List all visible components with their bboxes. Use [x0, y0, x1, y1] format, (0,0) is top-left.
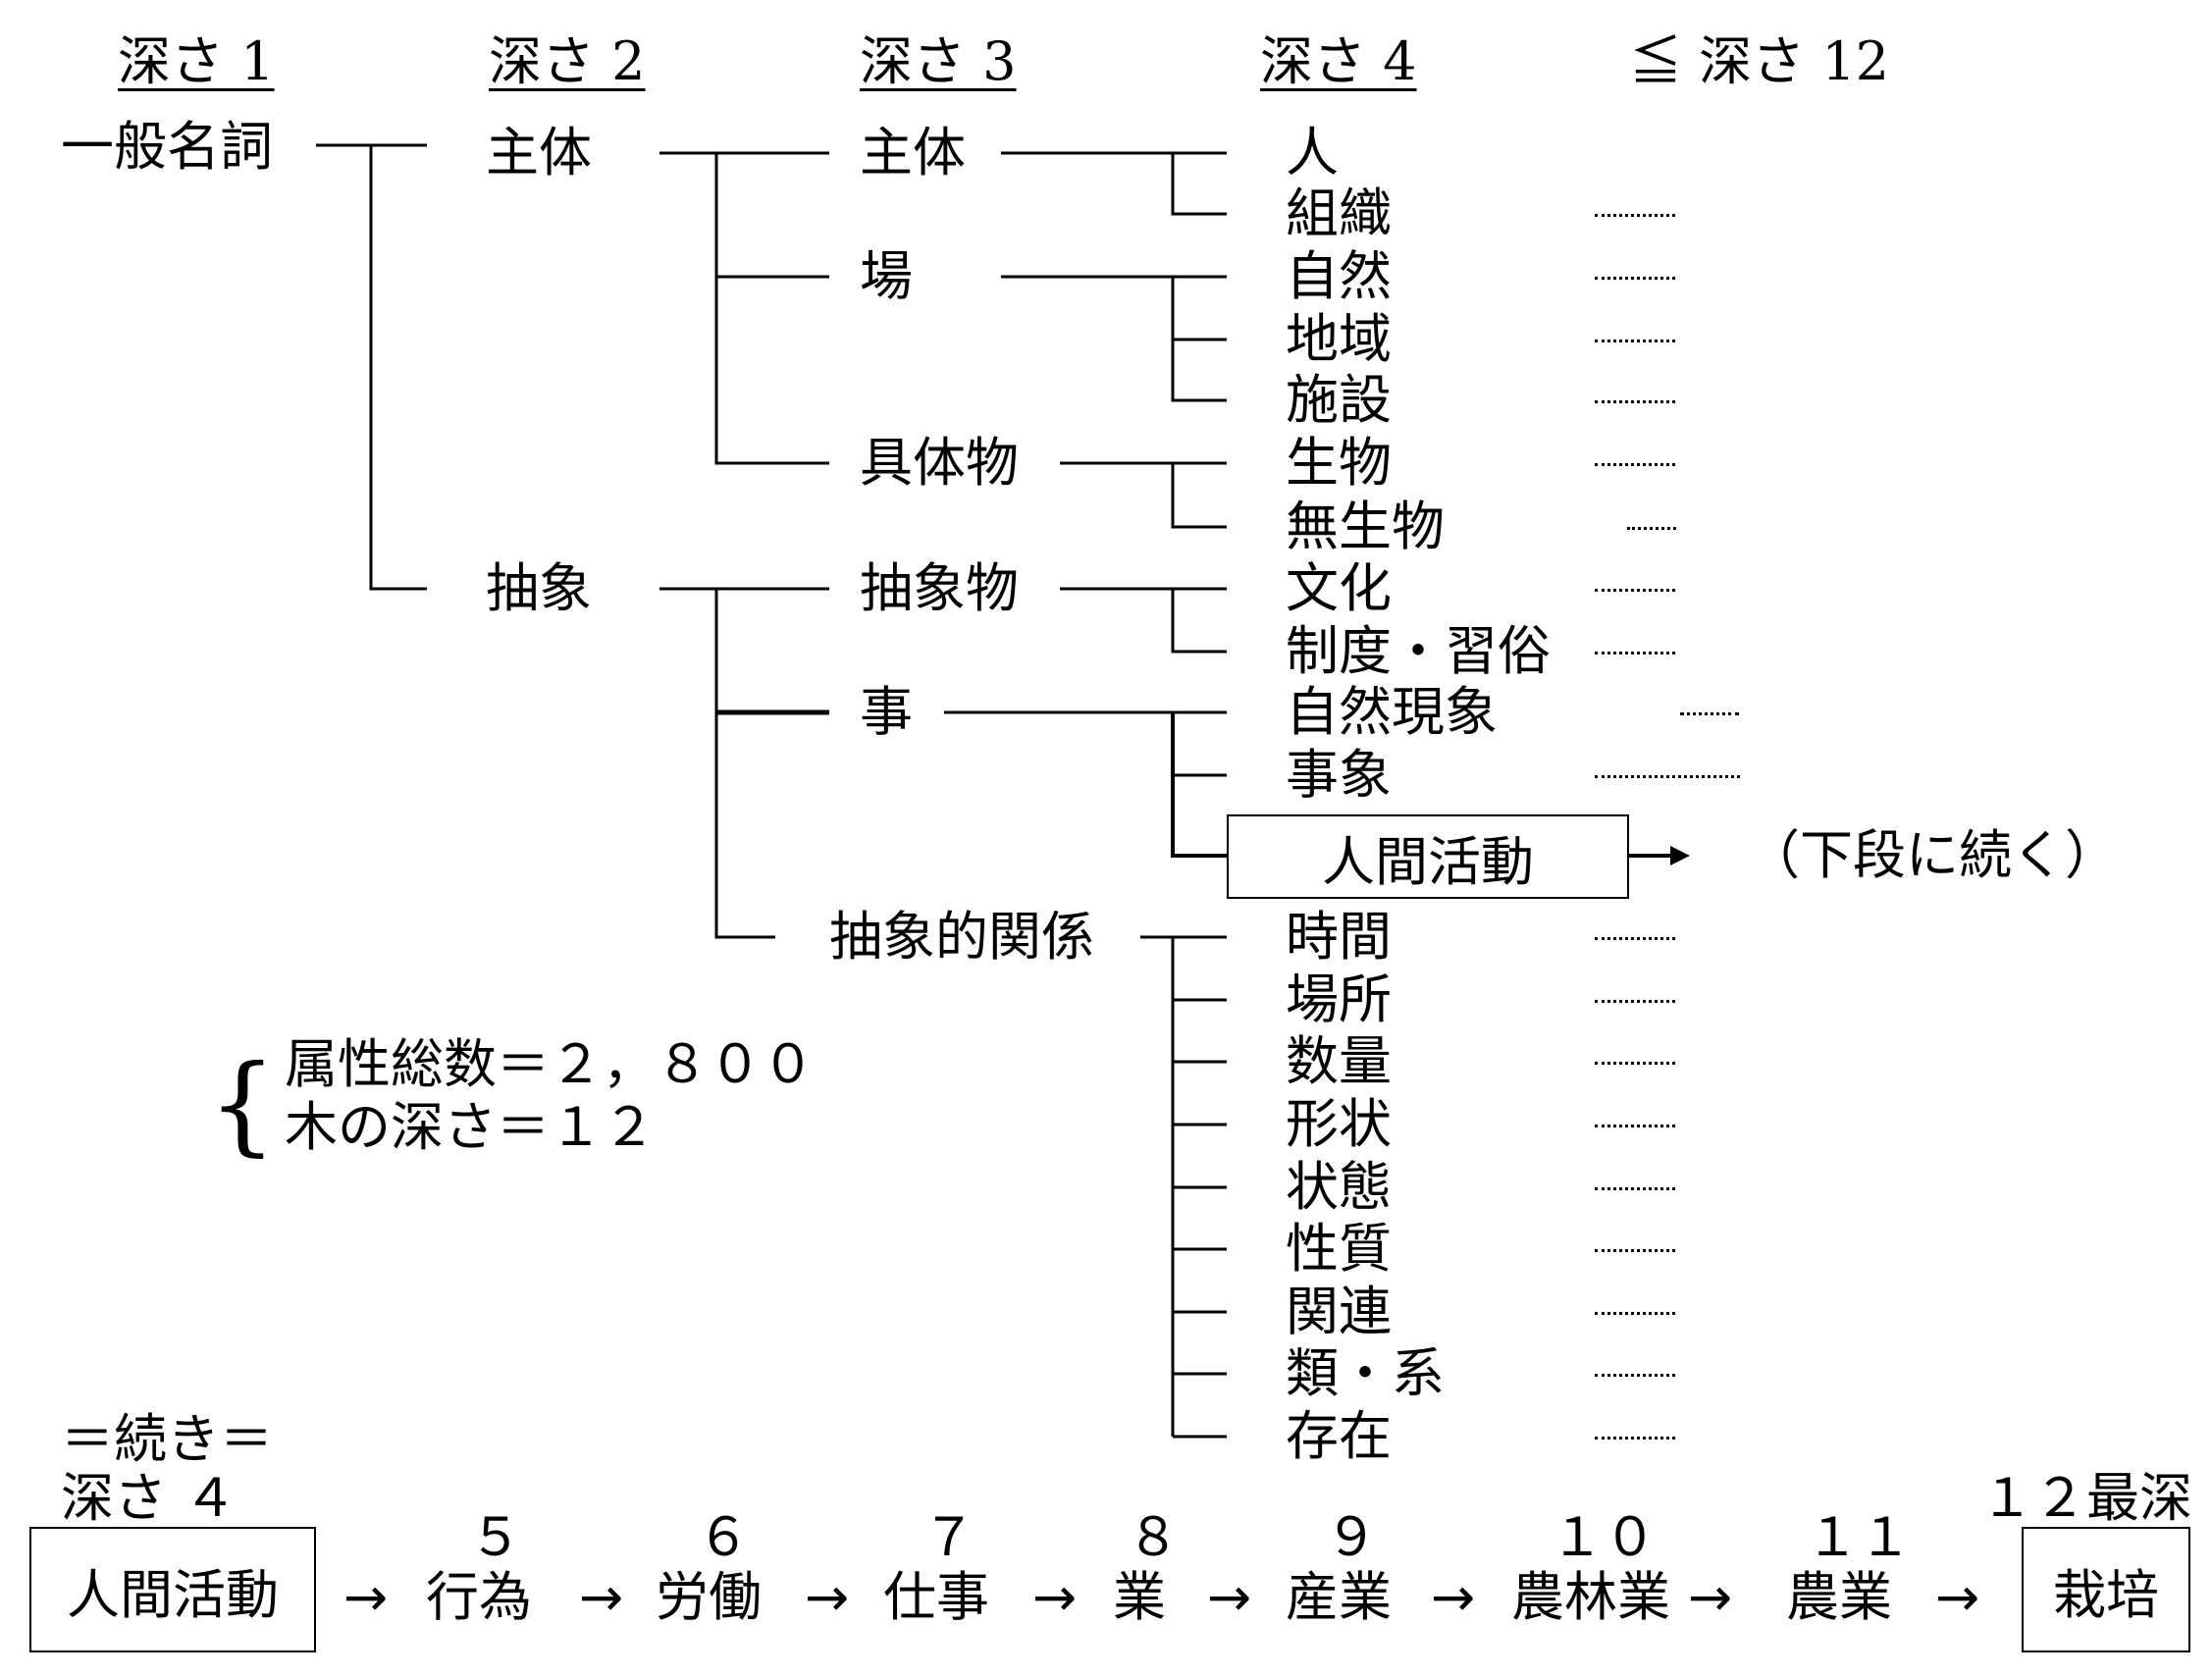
- header-depth-2: 深さ 2: [489, 30, 646, 92]
- header-depth-4: 深さ 4: [1260, 30, 1417, 92]
- chain-node: 産業: [1286, 1566, 1392, 1628]
- dotted-leader: [1595, 1437, 1675, 1440]
- node-d3-matter: 事: [860, 681, 913, 743]
- dotted-leader: [1595, 400, 1675, 403]
- chain-end-box: 栽培: [2022, 1527, 2190, 1652]
- chain-arrow: →: [1032, 1566, 1078, 1628]
- dotted-leader: [1595, 214, 1675, 217]
- chain-node: 人間活動: [67, 1563, 279, 1626]
- header-depth-1: 深さ 1: [118, 30, 275, 92]
- node-root: 一般名詞: [61, 116, 273, 178]
- dotted-leader: [1680, 712, 1739, 715]
- dotted-leader: [1595, 1374, 1675, 1377]
- node-d3-abstract-thing: 抽象物: [860, 557, 1019, 619]
- node-d4: 形状: [1286, 1093, 1392, 1155]
- node-d3-abstract-relation: 抽象的関係: [829, 906, 1094, 968]
- depth-number: ８: [1127, 1506, 1180, 1568]
- node-d4: 地域: [1286, 308, 1392, 370]
- continue-note: （下段に続く）: [1747, 824, 2118, 886]
- depth-number: ６: [697, 1506, 750, 1568]
- header-depth-3: 深さ 3: [860, 30, 1017, 92]
- depth-number: ５: [469, 1506, 522, 1568]
- node-d4: 組織: [1286, 183, 1392, 244]
- node-d4: 自然: [1286, 245, 1392, 307]
- dotted-leader: [1595, 463, 1675, 466]
- chain-arrow: →: [1207, 1566, 1252, 1628]
- chain-node: 農林業: [1511, 1566, 1670, 1628]
- stats-total-attributes: 属性総数＝２，８００: [285, 1033, 815, 1095]
- dotted-leader: [1595, 652, 1675, 655]
- node-d4: 状態: [1286, 1156, 1392, 1218]
- chain-start-box: 人間活動: [29, 1527, 316, 1652]
- node-d4: 数量: [1286, 1030, 1392, 1092]
- dotted-leader: [1595, 1249, 1675, 1252]
- dotted-leader: [1627, 527, 1676, 530]
- chain-node: 行為: [426, 1566, 532, 1628]
- depth-number: ７: [922, 1506, 975, 1568]
- dotted-leader: [1595, 1000, 1675, 1003]
- node-d3-subject: 主体: [860, 122, 966, 183]
- node-d4: 時間: [1286, 906, 1392, 968]
- continuation-end-label: １２最深: [1980, 1467, 2192, 1529]
- dotted-leader: [1595, 1125, 1675, 1127]
- chain-node: 労働: [656, 1566, 762, 1628]
- node-d2-subject: 主体: [486, 122, 592, 183]
- chain-arrow: →: [1688, 1566, 1733, 1628]
- chain-arrow: →: [579, 1566, 624, 1628]
- dotted-leader: [1595, 277, 1675, 280]
- dotted-leader: [1595, 340, 1675, 342]
- node-d4-human-activity: 人間活動: [1322, 830, 1534, 893]
- node-d4: 存在: [1286, 1405, 1392, 1467]
- dotted-leader: [1595, 775, 1740, 778]
- node-d4-human-activity-box: 人間活動: [1227, 814, 1629, 899]
- depth-number: ９: [1325, 1506, 1378, 1568]
- dotted-leader: [1595, 937, 1675, 940]
- node-d4: 類・系: [1286, 1342, 1445, 1404]
- node-d4: 人: [1286, 122, 1339, 183]
- chain-arrow: →: [343, 1566, 389, 1628]
- depth-number: １１: [1806, 1506, 1912, 1568]
- stats-brace: {: [208, 1041, 277, 1167]
- node-d4: 関連: [1286, 1281, 1392, 1342]
- stats-tree-depth: 木の深さ＝１２: [285, 1096, 656, 1158]
- dotted-leader: [1595, 1187, 1675, 1190]
- node-d4: 場所: [1286, 969, 1392, 1030]
- depth-number: １０: [1551, 1506, 1657, 1568]
- node-d4: 文化: [1286, 557, 1392, 619]
- dotted-leader: [1595, 1062, 1675, 1065]
- node-d4: 性質: [1286, 1218, 1392, 1280]
- node-d4: 制度・習俗: [1286, 620, 1551, 682]
- chain-arrow: →: [805, 1566, 850, 1628]
- header-depth-12: ≦ 深さ 12: [1629, 30, 1890, 92]
- chain-node: 栽培: [2053, 1563, 2159, 1626]
- chain-arrow: →: [1935, 1566, 1980, 1628]
- chain-node: 農業: [1786, 1566, 1892, 1628]
- node-d3-concrete: 具体物: [860, 432, 1019, 494]
- dotted-leader: [1595, 589, 1675, 592]
- chain-arrow: →: [1431, 1566, 1476, 1628]
- continuation-title: ＝続き＝: [61, 1408, 273, 1470]
- node-d4: 無生物: [1286, 496, 1445, 557]
- node-d3-place: 場: [860, 245, 913, 307]
- dotted-leader: [1595, 1312, 1675, 1315]
- continuation-start-label: 深さ ４: [61, 1467, 237, 1529]
- chain-node: 業: [1113, 1566, 1166, 1628]
- node-d4: 生物: [1286, 432, 1392, 494]
- node-d4: 自然現象: [1286, 681, 1498, 743]
- node-d2-abstract: 抽象: [486, 557, 592, 619]
- chain-node: 仕事: [883, 1566, 989, 1628]
- node-d4: 事象: [1286, 744, 1392, 806]
- node-d4: 施設: [1286, 369, 1392, 431]
